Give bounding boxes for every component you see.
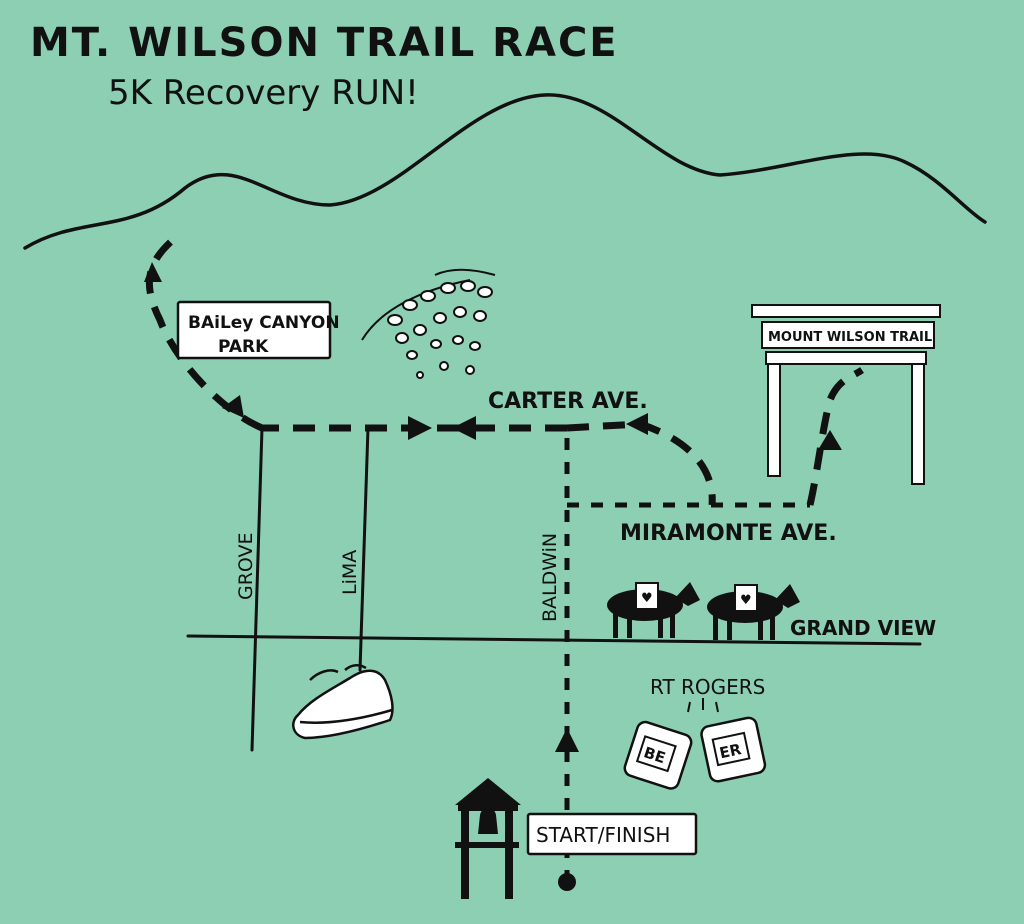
beer-can-icon: BE ER <box>623 698 767 790</box>
bailey-canyon-label-line1: BAiLey CANYON <box>188 313 340 333</box>
route-carter-east-segment <box>566 420 716 506</box>
arrow-left-icon <box>626 413 648 435</box>
arrow-left-icon <box>452 416 476 440</box>
bell-tower-icon <box>455 778 521 899</box>
pack-mule-icon: ♥ <box>707 584 800 640</box>
street-label-baldwin: BALDWiN <box>539 533 561 622</box>
arrow-up-icon <box>144 262 162 282</box>
bailey-canyon-park-sign: BAiLey CANYON PARK <box>176 300 340 360</box>
mount-wilson-trail-label: MOUNT WILSON TRAIL <box>768 330 932 345</box>
route-arrows <box>144 262 842 752</box>
arrow-up-icon <box>555 728 579 752</box>
pack-mule-icon: ♥ <box>607 582 700 638</box>
beer-can-right-label: ER <box>718 740 744 762</box>
running-shoe-icon <box>292 664 394 740</box>
street-label-grand-view: GRAND VIEW <box>790 616 936 640</box>
grand-view-road <box>186 634 922 646</box>
arrow-right-icon <box>408 416 432 440</box>
svg-text:♥: ♥ <box>740 593 752 608</box>
map-title: MT. WILSON TRAIL RACE <box>30 20 619 66</box>
mountain-ridge-icon <box>23 93 987 250</box>
trail-gate-icon: MOUNT WILSON TRAIL <box>751 304 941 485</box>
street-label-grove: GROVE <box>235 532 257 600</box>
street-label-carter: CARTER AVE. <box>488 389 648 414</box>
hanging-flowers-icon <box>361 268 496 379</box>
rt-rogers-label: RT ROGERS <box>650 675 765 699</box>
street-label-lima: LiMA <box>339 550 361 595</box>
beer-can-left-label: BE <box>642 743 668 767</box>
route-start-dot <box>558 873 576 891</box>
start-finish-sign: START/FINISH <box>526 812 698 856</box>
grove-road <box>250 426 264 752</box>
arrow-left-icon <box>222 395 244 418</box>
pack-mules: ♥ ♥ <box>607 582 800 640</box>
bailey-canyon-label-line2: PARK <box>218 337 269 357</box>
arrow-up-icon <box>818 430 842 450</box>
svg-text:♥: ♥ <box>641 591 653 606</box>
route-trail-segment <box>806 367 864 506</box>
map-subtitle: 5K Recovery RUN! <box>108 73 419 113</box>
lima-road <box>358 426 370 672</box>
street-grid <box>186 426 922 752</box>
start-finish-label: START/FINISH <box>536 823 670 847</box>
street-label-miramonte: MIRAMONTE AVE. <box>620 521 837 546</box>
